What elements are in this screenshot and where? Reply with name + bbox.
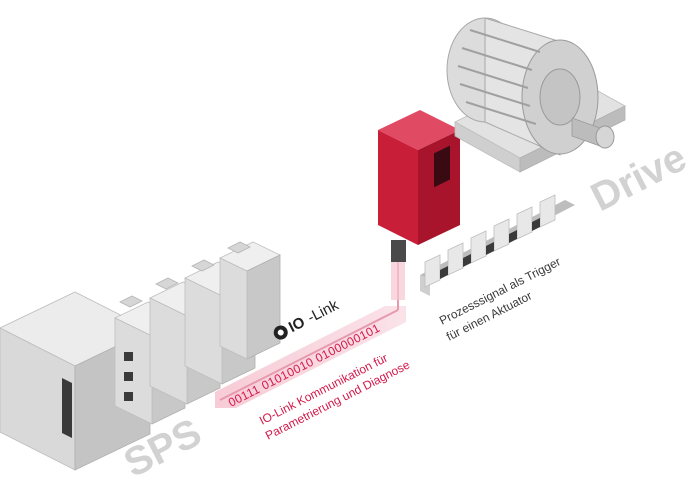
motor-drive	[446, 17, 626, 173]
plc-connectors	[119, 241, 251, 308]
drive-label: Drive	[584, 135, 693, 220]
sensor-cable-glow	[391, 258, 405, 300]
io-link-cable-glow	[215, 306, 406, 408]
plc-rack	[0, 241, 281, 471]
io-link-logo-bold: IO	[286, 314, 308, 336]
process-steps	[420, 194, 575, 296]
plc-slot	[62, 378, 72, 438]
plc-module-4	[219, 241, 281, 360]
sensor-connector	[391, 240, 406, 262]
io-link-cable	[219, 309, 399, 401]
photoelectric-sensor	[378, 110, 460, 262]
io-link-logo-rest: -Link	[305, 296, 342, 326]
